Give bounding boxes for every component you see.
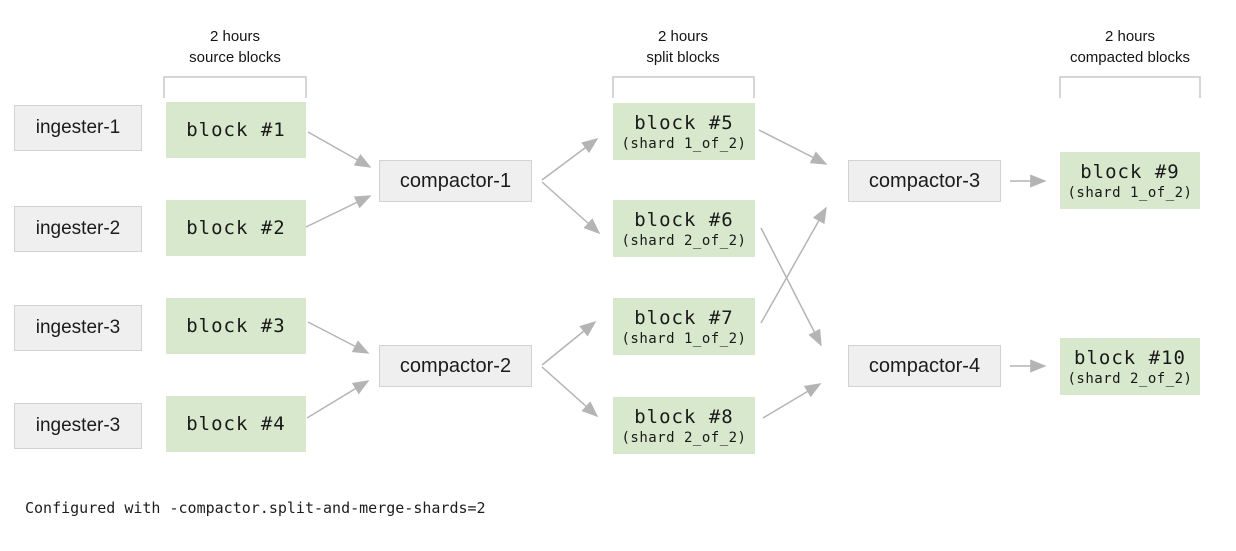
block-label: block #7 — [634, 306, 734, 329]
header-source-blocks: 2 hours source blocks — [135, 26, 335, 68]
split-block-8: block #8 (shard 2_of_2) — [613, 397, 755, 454]
block-label: block #4 — [186, 413, 286, 435]
compactor-node-4: compactor-4 — [848, 345, 1001, 387]
block-label: block #2 — [186, 217, 286, 239]
arrow-block7-compactor3 — [760, 206, 827, 324]
block-label: block #8 — [634, 405, 734, 428]
compacted-block-9: block #9 (shard 1_of_2) — [1060, 152, 1200, 209]
bracket-split-blocks — [612, 76, 755, 98]
arrow-compactor1-block6 — [541, 181, 601, 235]
compacted-block-10: block #10 (shard 2_of_2) — [1060, 338, 1200, 395]
block-label: block #6 — [634, 208, 734, 231]
block-label: block #10 — [1074, 346, 1186, 369]
ingester-label: ingester-3 — [35, 317, 121, 338]
bracket-source-blocks — [163, 76, 307, 98]
ingester-node-2: ingester-2 — [14, 206, 142, 252]
compactor-node-3: compactor-3 — [848, 160, 1001, 202]
arrow-compactor2-block7 — [541, 320, 597, 366]
source-block-1: block #1 — [166, 102, 306, 158]
block-label: block #1 — [186, 119, 286, 141]
ingester-node-3: ingester-3 — [14, 305, 142, 351]
block-label: block #3 — [186, 315, 286, 337]
ingester-label: ingester-3 — [35, 415, 121, 436]
arrow-block1-compactor1 — [307, 131, 372, 168]
compactor-label: compactor-2 — [399, 354, 512, 377]
arrow-compactor2-block8 — [541, 366, 599, 418]
header-split-blocks: 2 hours split blocks — [583, 26, 783, 68]
compactor-label: compactor-1 — [399, 169, 512, 192]
shard-label: (shard 2_of_2) — [621, 232, 747, 249]
compactor-label: compactor-4 — [868, 354, 981, 377]
shard-label: (shard 1_of_2) — [621, 135, 747, 152]
shard-label: (shard 1_of_2) — [1067, 184, 1193, 201]
header-line: 2 hours — [1104, 28, 1156, 45]
shard-label: (shard 2_of_2) — [621, 429, 747, 446]
source-block-2: block #2 — [166, 200, 306, 256]
compactor-label: compactor-3 — [868, 169, 981, 192]
ingester-label: ingester-1 — [35, 117, 121, 138]
compactor-node-2: compactor-2 — [379, 345, 532, 387]
arrow-block8-compactor4 — [762, 383, 822, 419]
source-block-3: block #3 — [166, 298, 306, 354]
header-line: compacted blocks — [1069, 49, 1191, 66]
split-block-6: block #6 (shard 2_of_2) — [613, 200, 755, 257]
arrow-block6-compactor4 — [760, 227, 822, 347]
shard-label: (shard 2_of_2) — [1067, 370, 1193, 387]
split-block-5: block #5 (shard 1_of_2) — [613, 103, 755, 160]
header-compacted-blocks: 2 hours compacted blocks — [1030, 26, 1230, 68]
arrow-compactor1-block5 — [541, 138, 599, 181]
arrow-block4-compactor2 — [306, 380, 370, 419]
block-label: block #9 — [1080, 160, 1180, 183]
shard-label: (shard 1_of_2) — [621, 330, 747, 347]
header-line: source blocks — [189, 49, 281, 66]
config-caption: Configured with -compactor.split-and-mer… — [25, 499, 486, 517]
arrow-block5-compactor3 — [758, 129, 828, 165]
split-block-7: block #7 (shard 1_of_2) — [613, 298, 755, 355]
header-line: split blocks — [646, 49, 720, 66]
ingester-label: ingester-2 — [35, 218, 121, 239]
compactor-node-1: compactor-1 — [379, 160, 532, 202]
header-line: 2 hours — [209, 28, 261, 45]
ingester-node-4: ingester-3 — [14, 403, 142, 449]
header-line: 2 hours — [657, 28, 709, 45]
ingester-node-1: ingester-1 — [14, 105, 142, 151]
bracket-compacted-blocks — [1059, 76, 1201, 98]
arrow-block2-compactor1 — [305, 195, 372, 228]
source-block-4: block #4 — [166, 396, 306, 452]
block-label: block #5 — [634, 111, 734, 134]
arrow-block3-compactor2 — [307, 321, 370, 354]
